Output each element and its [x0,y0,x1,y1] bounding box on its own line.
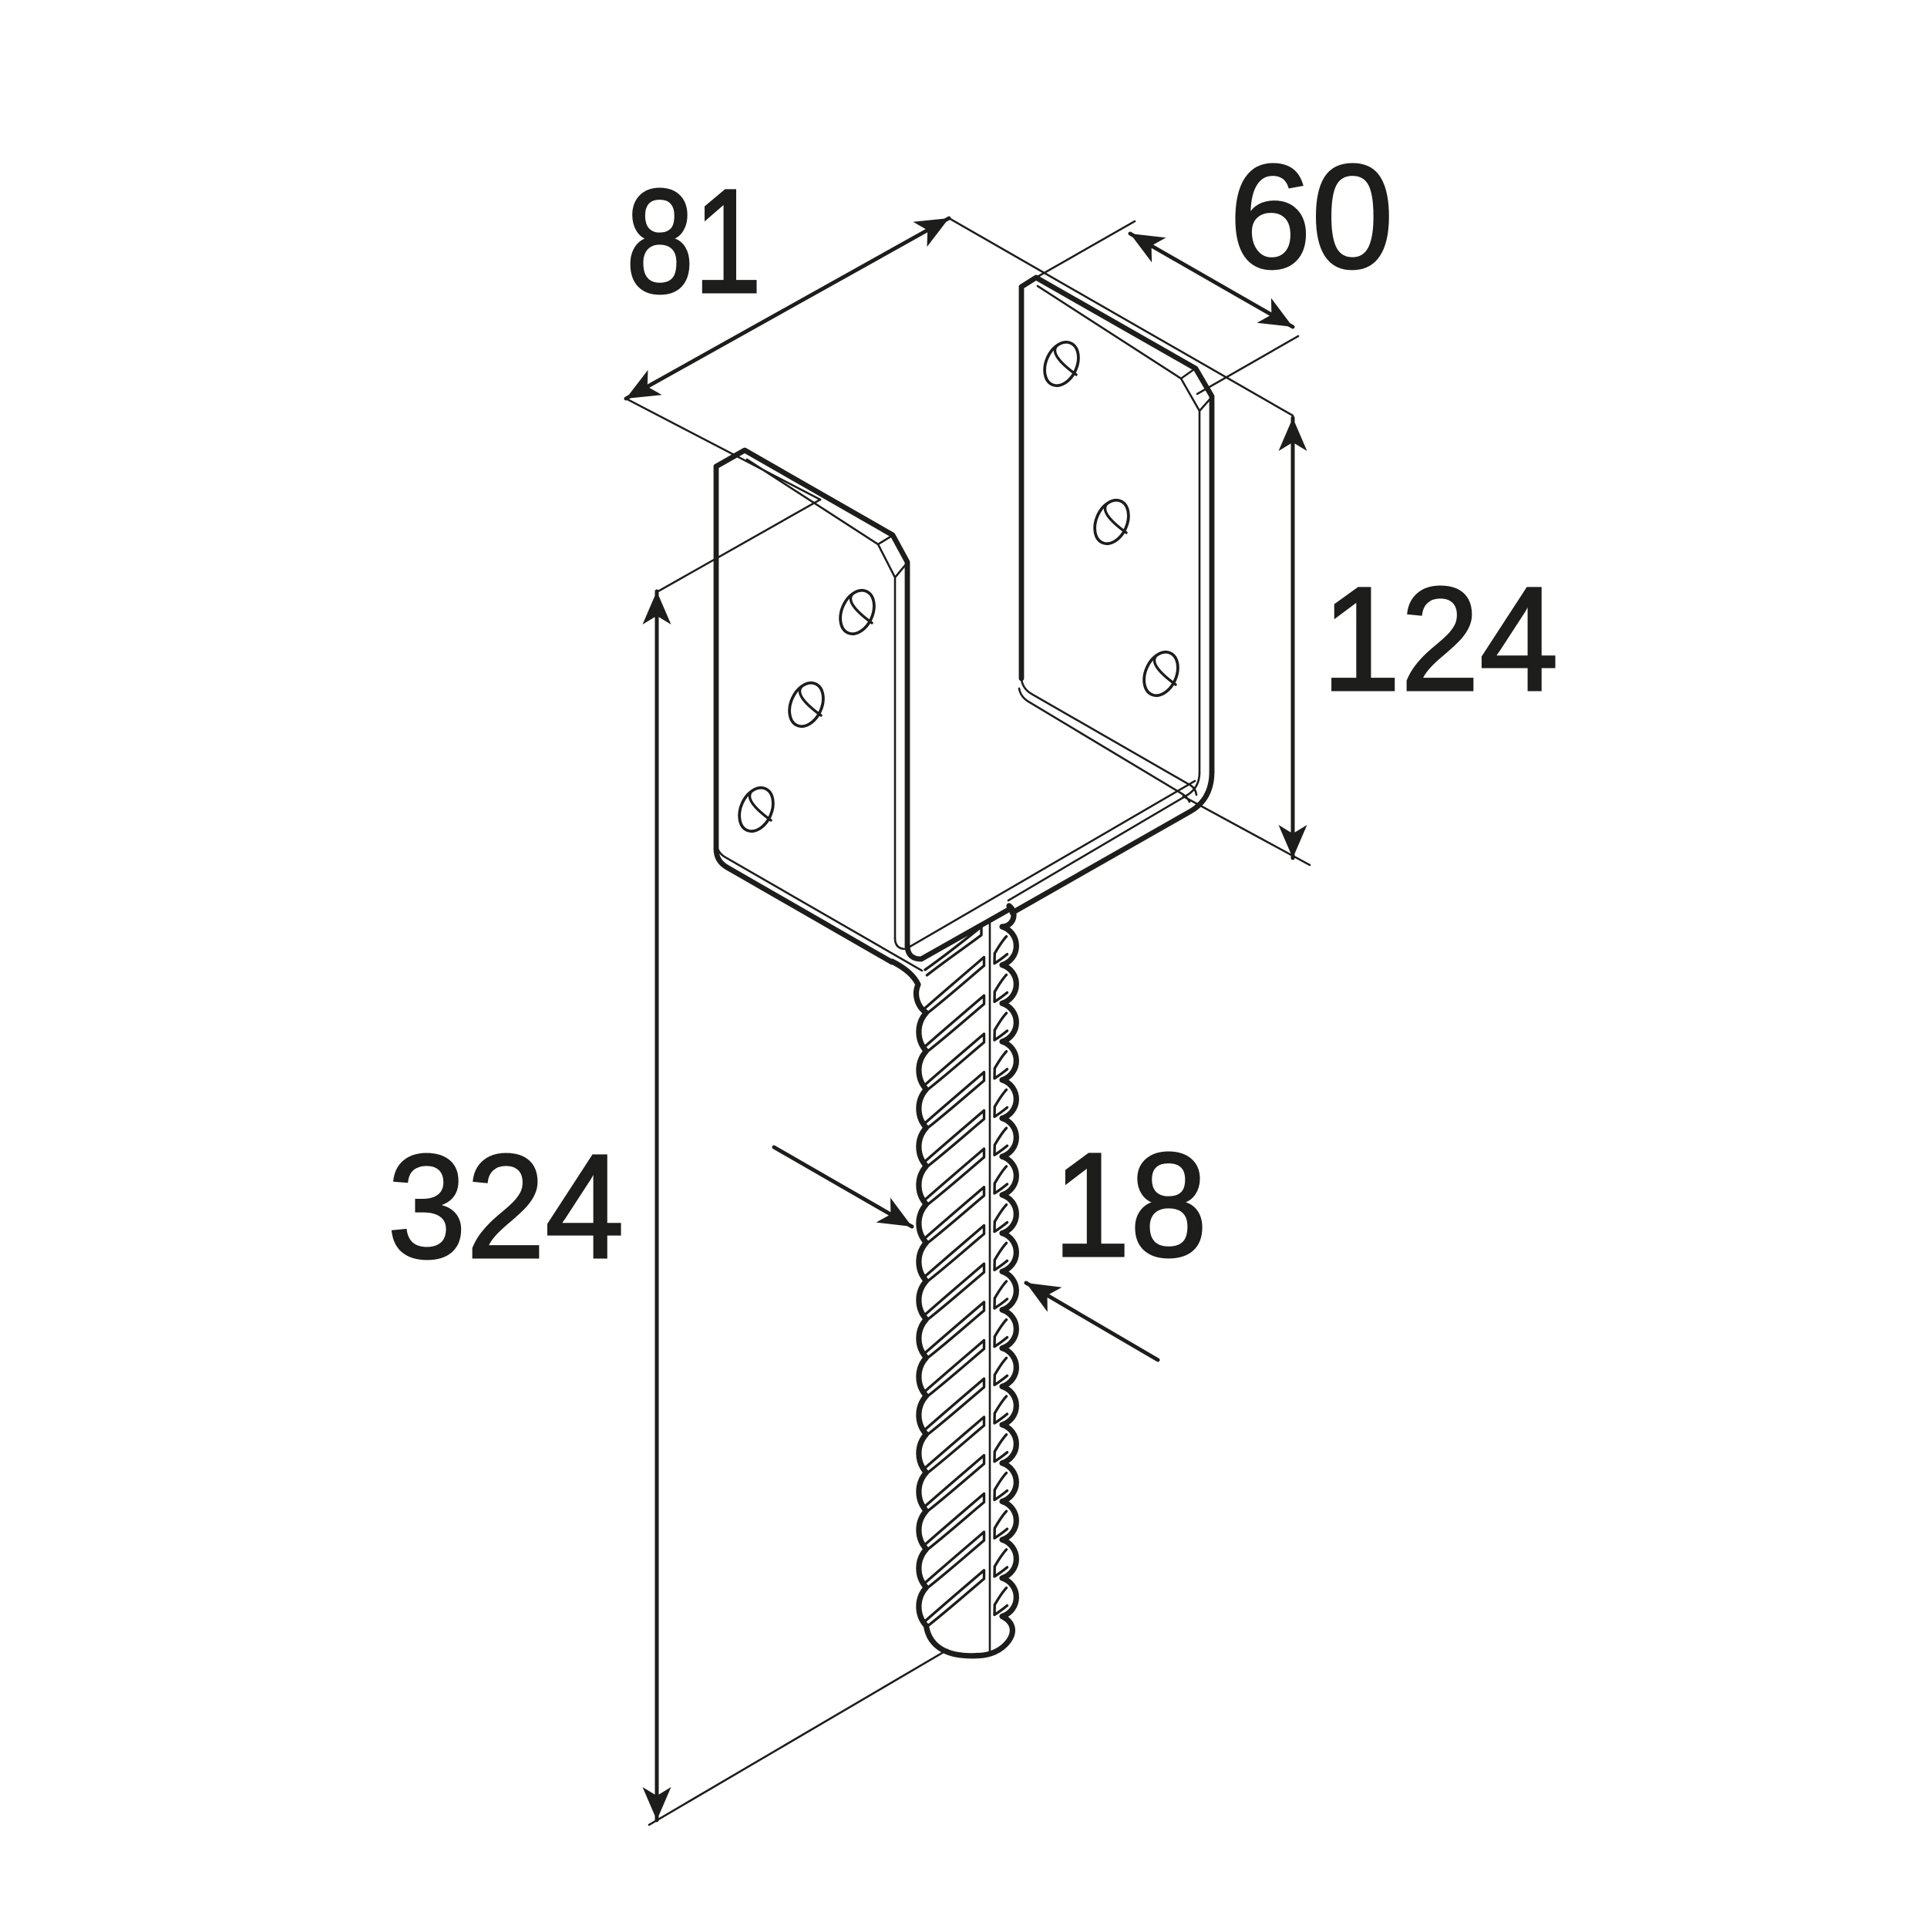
svg-text:60: 60 [1229,133,1394,299]
svg-text:81: 81 [626,158,762,324]
svg-text:324: 324 [388,1123,624,1289]
svg-text:124: 124 [1322,556,1559,722]
svg-text:18: 18 [1053,1122,1207,1287]
